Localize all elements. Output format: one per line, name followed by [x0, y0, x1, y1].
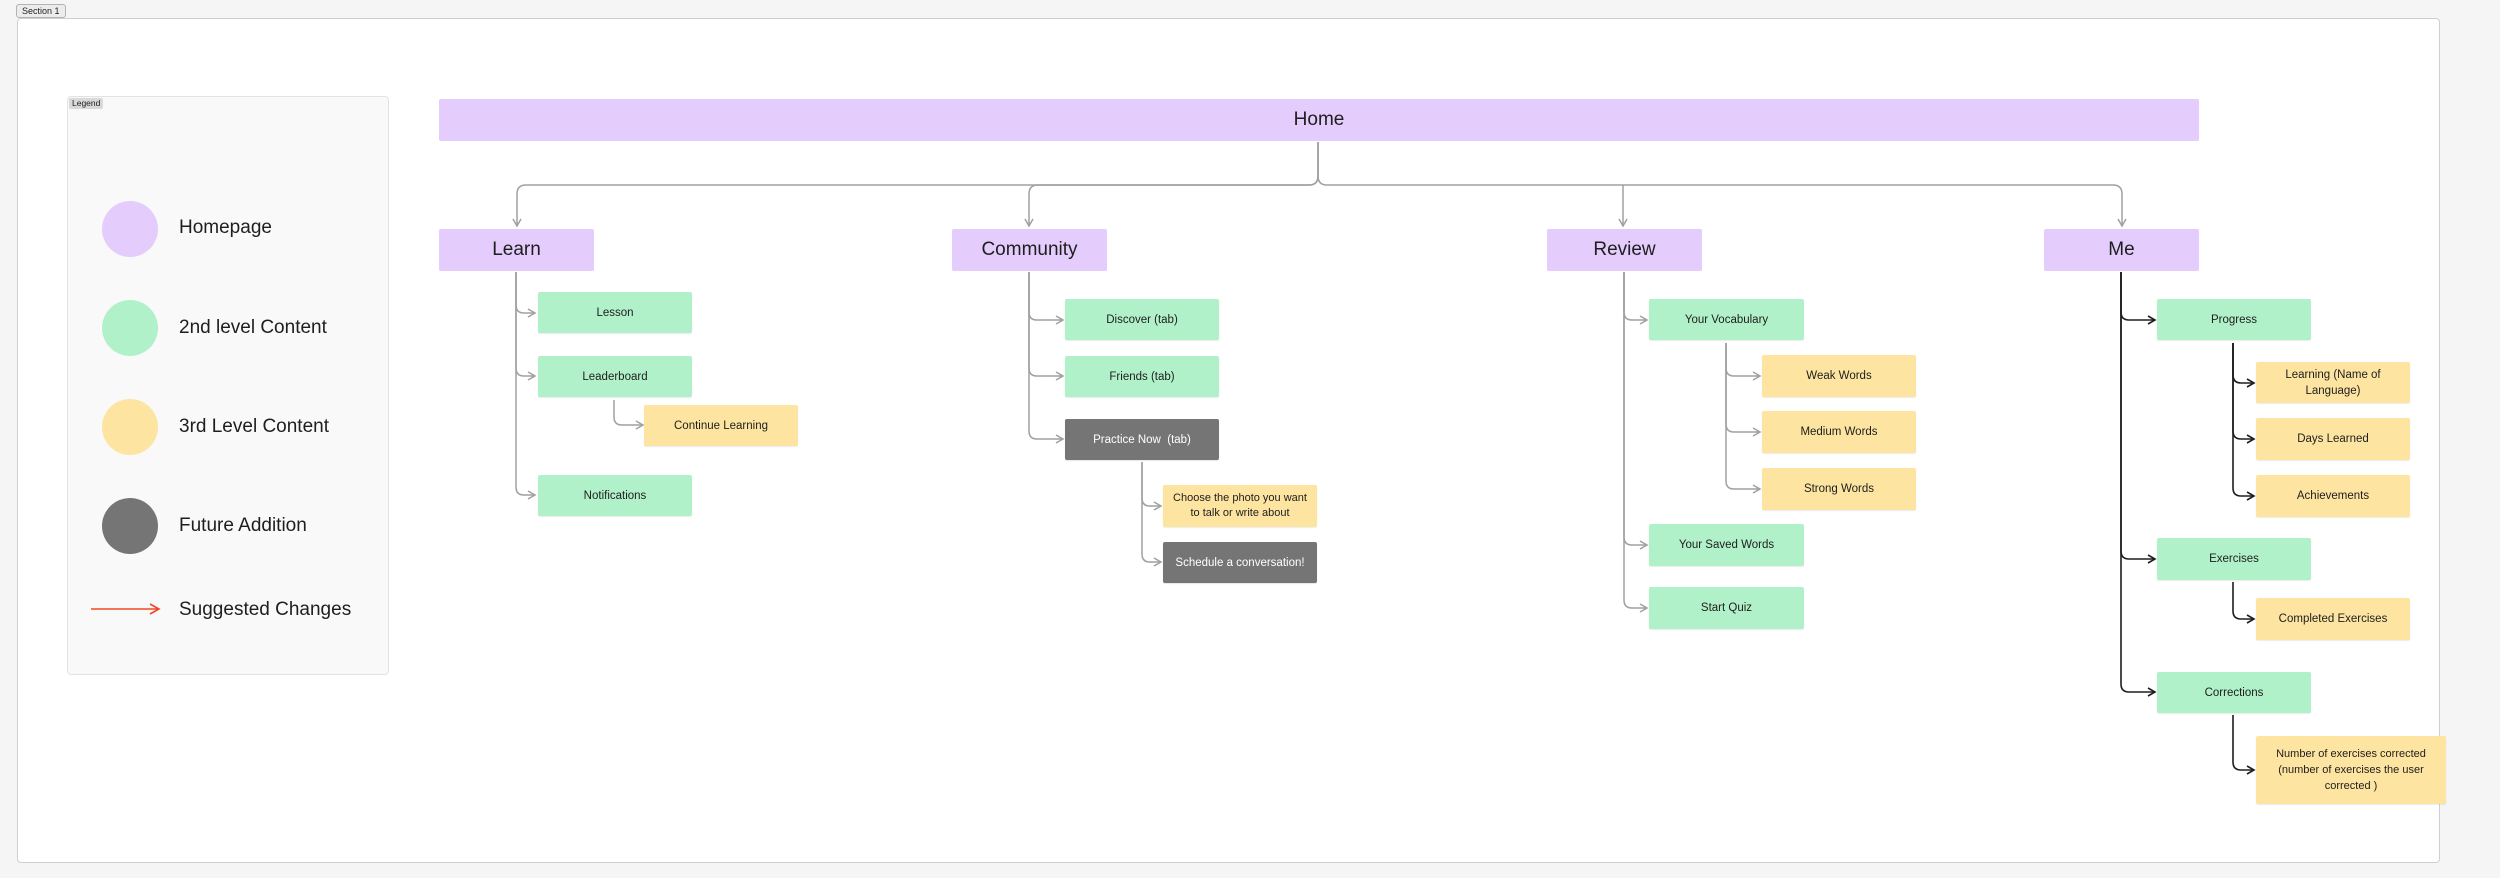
vocabulary-to-weak: [1725, 343, 1762, 381]
review-to-vocabulary: [1623, 272, 1649, 325]
legend-homepage-label: Homepage: [179, 217, 272, 238]
progress-to-language: [2232, 343, 2256, 388]
legend-level2-swatch: [102, 300, 158, 356]
home-branch-community: [1024, 142, 1319, 228]
review-to-quiz: [1623, 272, 1649, 613]
continue-learning-node: Continue Learning: [644, 405, 798, 446]
start-quiz-node: Start Quiz: [1649, 587, 1804, 629]
section-frame: [17, 18, 2440, 863]
legend-future-label: Future Addition: [179, 515, 307, 536]
community-to-discover: [1028, 272, 1065, 325]
strong-words-node: Strong Words: [1762, 468, 1916, 510]
vocabulary-to-medium: [1725, 343, 1762, 437]
learn-to-lesson: [515, 272, 537, 318]
corrections-to-count: [2232, 715, 2256, 775]
home-branch-right: [1317, 142, 2127, 228]
progress-to-achievements: [2232, 343, 2256, 501]
corrections-count-node: Number of exercises corrected (number of…: [2256, 736, 2446, 804]
lesson-node: Lesson: [538, 292, 692, 333]
your-vocabulary-node: Your Vocabulary: [1649, 299, 1804, 340]
me-to-corrections: [2120, 272, 2157, 697]
practice-now-node: Practice Now (tab): [1065, 419, 1219, 460]
community-node: Community: [952, 229, 1107, 271]
exercises-node: Exercises: [2157, 538, 2311, 580]
learning-language-node: Learning (Name of Language): [2256, 362, 2410, 403]
home-branch-left: [512, 142, 1319, 228]
notifications-node: Notifications: [538, 475, 692, 516]
saved-words-node: Your Saved Words: [1649, 524, 1804, 566]
completed-exercises-node: Completed Exercises: [2256, 598, 2410, 640]
corrections-node: Corrections: [2157, 672, 2311, 713]
legend-level3-label: 3rd Level Content: [179, 416, 329, 437]
days-learned-node: Days Learned: [2256, 418, 2410, 460]
vocabulary-to-strong: [1725, 343, 1762, 494]
medium-words-node: Medium Words: [1762, 411, 1916, 453]
practice-to-schedule: [1141, 462, 1163, 567]
friends-node: Friends (tab): [1065, 356, 1219, 397]
progress-to-days: [2232, 343, 2256, 444]
community-to-friends: [1028, 272, 1065, 381]
me-node: Me: [2044, 229, 2199, 271]
review-node: Review: [1547, 229, 1702, 271]
me-to-exercises: [2120, 272, 2157, 564]
community-to-practice: [1028, 272, 1065, 444]
legend-suggested-label: Suggested Changes: [179, 599, 352, 620]
schedule-node: Schedule a conversation!: [1163, 542, 1317, 583]
legend-tag: Legend: [69, 98, 104, 109]
legend-future-swatch: [102, 498, 158, 554]
learn-node: Learn: [439, 229, 594, 271]
legend-level2-label: 2nd level Content: [179, 317, 327, 338]
legend-level3-swatch: [102, 399, 158, 455]
legend-panel: [67, 96, 389, 675]
leaderboard-node: Leaderboard: [538, 356, 692, 397]
me-to-progress: [2120, 272, 2157, 325]
achievements-node: Achievements: [2256, 475, 2410, 517]
progress-node: Progress: [2157, 299, 2311, 340]
practice-to-photo: [1141, 462, 1163, 511]
legend-homepage-swatch: [102, 201, 158, 257]
discover-node: Discover (tab): [1065, 299, 1219, 340]
choose-photo-node: Choose the photo you want to talk or wri…: [1163, 485, 1317, 527]
weak-words-node: Weak Words: [1762, 355, 1916, 397]
home-node: Home: [439, 99, 2199, 141]
section-label: Section 1: [16, 4, 66, 18]
learn-to-notifications: [515, 272, 537, 500]
review-to-saved: [1623, 272, 1649, 550]
leaderboard-to-continue: [613, 400, 645, 430]
exercises-to-completed: [2232, 582, 2256, 624]
learn-to-leaderboard: [515, 272, 537, 381]
